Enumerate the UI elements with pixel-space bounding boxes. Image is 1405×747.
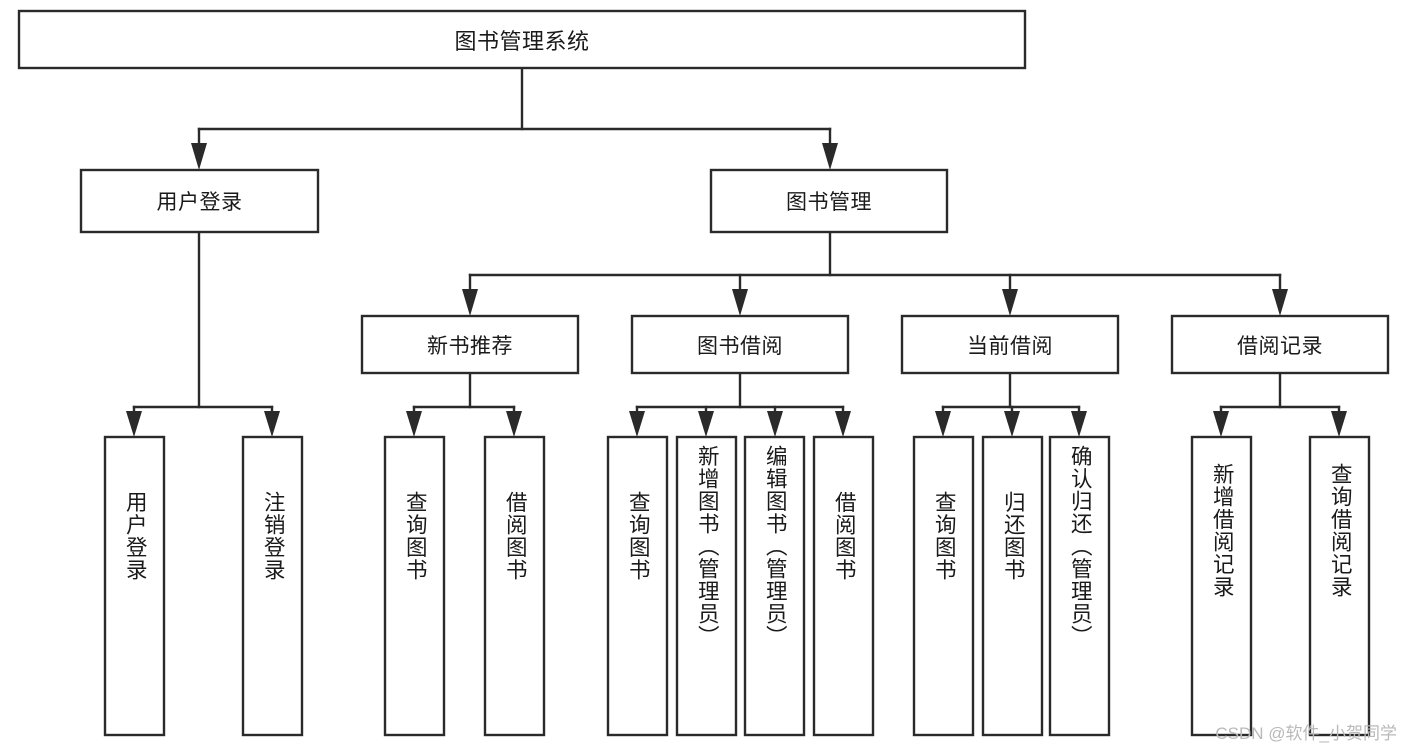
connector-new-book-rec-to-leaves bbox=[406, 371, 522, 437]
arrow-head-book-borrow bbox=[732, 289, 748, 316]
arrow-head-leaf-query-book-2 bbox=[629, 411, 645, 437]
arrow-head-user-login bbox=[191, 143, 207, 170]
node-box-leaf-add-record[interactable] bbox=[1190, 435, 1253, 737]
arrow-head-leaf-user-login bbox=[126, 411, 142, 437]
arrow-head-current-borrow bbox=[1002, 289, 1018, 316]
connector-root-to-level2 bbox=[191, 66, 838, 170]
node-box-book-mgmt[interactable] bbox=[709, 168, 949, 234]
arrow-head-leaf-add-record bbox=[1213, 411, 1229, 437]
connector-book-mgmt-to-level3 bbox=[462, 230, 1288, 316]
node-box-leaf-borrow-book-1[interactable] bbox=[483, 435, 546, 737]
arrow-head-borrow-record bbox=[1272, 289, 1288, 316]
arrow-head-leaf-logout bbox=[264, 411, 280, 437]
arrow-head-leaf-confirm-return bbox=[1071, 411, 1087, 437]
node-box-leaf-edit-book[interactable] bbox=[743, 435, 806, 737]
node-box-leaf-borrow-book-2[interactable] bbox=[812, 435, 875, 737]
node-box-user-login[interactable] bbox=[79, 168, 320, 234]
node-box-leaf-user-login[interactable] bbox=[103, 435, 166, 737]
arrow-head-leaf-query-record bbox=[1331, 411, 1347, 437]
arrow-head-leaf-query-book-1 bbox=[406, 411, 422, 437]
arrow-head-leaf-query-book-3 bbox=[935, 411, 951, 437]
connector-current-borrow-to-leaves bbox=[935, 371, 1087, 437]
arrow-head-book-mgmt bbox=[822, 143, 838, 170]
node-box-leaf-return-book[interactable] bbox=[981, 435, 1044, 737]
arrow-head-leaf-borrow-book-1 bbox=[506, 411, 522, 437]
node-box-leaf-query-book-2[interactable] bbox=[606, 435, 669, 737]
connector-user-login-to-leaves bbox=[126, 230, 280, 437]
node-box-new-book-rec[interactable] bbox=[360, 314, 580, 375]
arrow-head-new-book-rec bbox=[462, 289, 478, 316]
arrow-head-leaf-edit-book bbox=[767, 411, 783, 437]
arrow-head-leaf-borrow-book-2 bbox=[835, 411, 851, 437]
node-box-book-borrow[interactable] bbox=[630, 314, 850, 375]
node-box-leaf-confirm-return[interactable] bbox=[1048, 435, 1111, 737]
node-box-borrow-record[interactable] bbox=[1170, 314, 1390, 375]
node-box-root[interactable] bbox=[17, 9, 1027, 70]
node-box-leaf-query-book-3[interactable] bbox=[912, 435, 975, 737]
node-box-leaf-logout[interactable] bbox=[241, 435, 304, 737]
node-box-leaf-query-book-1[interactable] bbox=[383, 435, 446, 737]
arrow-head-leaf-return-book bbox=[1004, 411, 1020, 437]
connector-borrow-record-to-leaves bbox=[1213, 371, 1347, 437]
connector-book-borrow-to-leaves bbox=[629, 371, 851, 437]
arrow-head-leaf-add-book bbox=[698, 411, 714, 437]
node-box-leaf-add-book[interactable] bbox=[675, 435, 738, 737]
node-box-current-borrow[interactable] bbox=[900, 314, 1120, 375]
node-box-leaf-query-record[interactable] bbox=[1308, 435, 1371, 737]
